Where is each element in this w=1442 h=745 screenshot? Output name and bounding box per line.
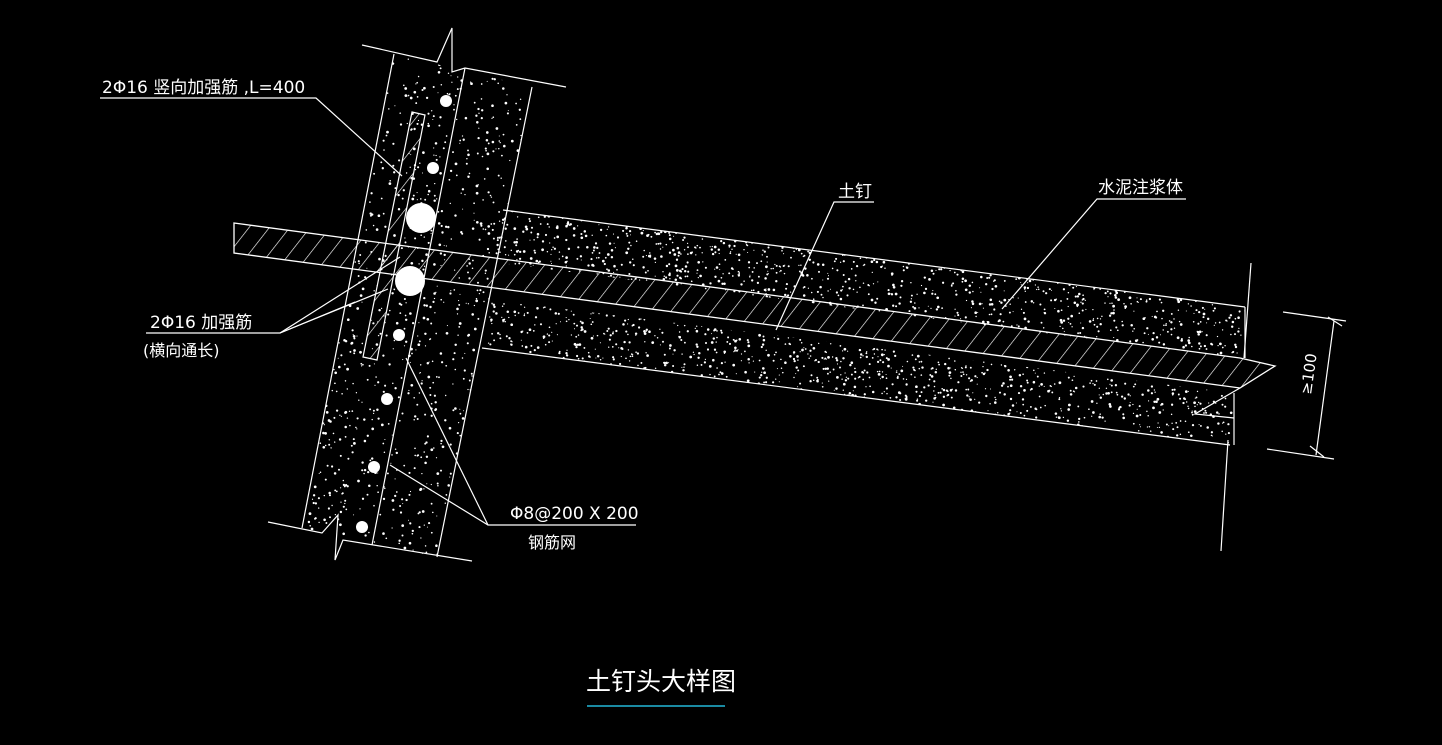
label-mesh-spec: Φ8@200 X 200 [510,504,639,524]
vertical-reinforcing-bar [362,111,426,361]
dimension-annotation: ≥100 [1266,311,1347,460]
label-grout: 水泥注浆体 [1098,178,1183,198]
dimension-label: ≥100 [1297,352,1321,395]
label-soil-nail: 土钉 [838,182,872,202]
grout-body [481,209,1246,446]
label-vertical-bars: 2Φ16 竖向加强筋 ,L=400 [102,78,305,98]
end-boundary-lines [1220,262,1252,552]
drawing-title: 土钉头大样图 [586,667,736,696]
label-horizontal-bars: 2Φ16 加强筋 [150,313,252,333]
rebar-dots [356,95,452,533]
label-mesh-name: 钢筋网 [528,533,576,552]
soil-nail-bar [233,222,1277,419]
leader-lines [100,97,1186,526]
shotcrete-wall [267,27,567,562]
label-horizontal-bars-note: (横向通长) [143,341,220,360]
